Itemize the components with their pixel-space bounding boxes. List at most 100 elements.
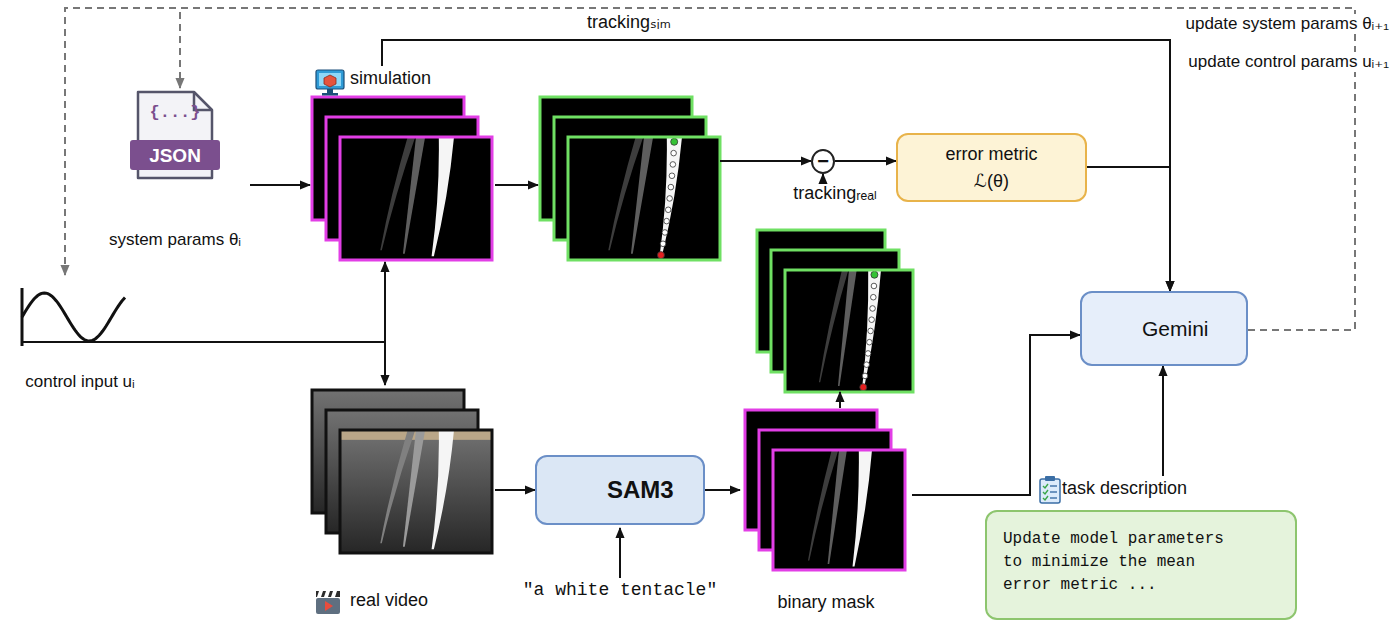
tentacle-ghost [403,137,425,254]
frame-border [340,137,492,260]
node-label: task description [1062,478,1187,500]
checkmark [1043,484,1048,488]
tracking-point [662,230,668,236]
node-text: ℒ(θ) [898,171,1085,193]
node-label: {...} [100,103,250,123]
real-tracking-frames: trackingᵣₑₐₗ [755,183,915,392]
connector [250,184,310,186]
clapper-stripe [331,591,337,597]
feedback-label: update control params uᵢ₊₁ [1185,52,1392,72]
clapper-stripe [324,591,330,597]
connector [495,489,535,491]
tracking-point [864,362,870,368]
node-text: JSON [100,145,250,168]
real-video-frames: real video [310,385,495,613]
node-text: system params θᵢ [100,230,250,250]
tracking-point [868,328,874,334]
tracking-point [860,384,867,391]
tentacle [432,137,454,256]
tentacle-ghost [403,430,425,547]
task-description-box: task descriptionUpdate model parameters … [985,476,1297,620]
connector [720,160,811,162]
check-line [1050,485,1057,486]
video-frame [340,430,492,553]
feedback-connector [65,8,1355,330]
frame-ground [568,137,720,260]
feedback-connector [180,8,1355,330]
frame-border [785,270,913,392]
tentacle-ghost [631,137,653,254]
connector [155,262,385,342]
connector [839,392,841,408]
tentacle [853,450,872,566]
prompt-arrow [619,528,621,578]
tracking-point [869,317,875,323]
monitor-screen [319,73,341,86]
check-line [1050,497,1057,498]
tracking-point [665,207,671,213]
checkmark [1043,490,1048,494]
clapper-stripe [317,591,323,597]
tracking-point [871,294,877,300]
sam3-box: SAM3 [535,455,705,525]
node-label: Gemini [1142,316,1209,341]
clapper-play [325,601,333,611]
check-line [1050,491,1057,492]
connector [495,184,538,186]
node-label: trackingᵣₑₐₗ [755,183,915,205]
prompt-text: "a white tentacle" [520,580,720,602]
video-frame [785,270,913,392]
tracking-point [670,162,676,168]
checkmark [1043,496,1048,500]
signal-baseline [22,341,156,343]
node-label: real video [350,590,428,612]
clipboard-clip [1045,476,1055,481]
sine-wave [22,293,125,341]
gemini-box: Gemini [1080,291,1248,366]
tracking-point [664,218,670,224]
connector [1087,167,1170,291]
frame-border [340,430,492,553]
frame-border [568,137,720,260]
tentacle [432,430,454,549]
connector [822,174,824,183]
tracking-point [865,351,871,357]
frame-ground [785,270,913,392]
connector [835,160,896,162]
video-frame [773,450,905,570]
tracking-point [667,196,673,202]
tentacle-ghost [828,450,847,564]
control-input-signal: control input uᵢ [5,275,155,400]
frame-ground [340,137,492,260]
connector [912,335,1080,495]
monitor-icon [316,70,344,89]
node-label: control input uᵢ [5,372,155,392]
video-frame [340,137,492,260]
frame-border [773,450,905,570]
node-label: − [813,151,833,171]
tracking-point [671,150,677,156]
tentacle-ghost [838,270,857,386]
clapper-body [316,598,340,614]
tracking-point [660,241,666,247]
json-file-icon: {...} JSON system params θᵢ [100,88,250,255]
frame-ground [773,450,905,570]
simulation-frames: simulation [310,66,495,262]
clapper-top [316,591,340,597]
tracking-point [862,373,868,379]
tracking-point [867,339,873,345]
node-label: trackingₛᵢₘ [538,12,720,34]
error-metric-box: error metricℒ(θ) [896,133,1087,202]
tracking-point [669,173,675,179]
tracking-point [871,283,877,289]
cube-icon [324,75,336,87]
node-label: SAM3 [607,476,674,505]
tentacle [862,270,881,388]
node-label: error metric [898,144,1085,166]
monitor-base [322,93,338,96]
connector [1162,366,1164,476]
video-frame [568,137,720,260]
tentacle [660,137,682,256]
monitor-stand [327,89,333,93]
